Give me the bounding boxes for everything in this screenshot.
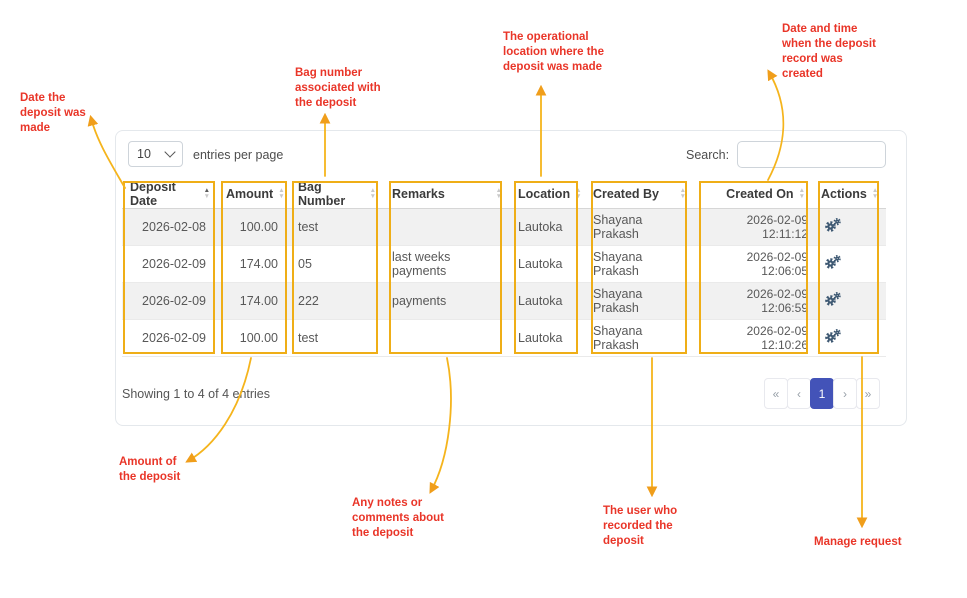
table-row: 2026-02-08 100.00 test Lautoka Shayana P…	[122, 208, 886, 246]
annotation-actions: Manage request	[814, 536, 902, 548]
cell-bag-number: test	[290, 319, 384, 357]
sort-asc-icon: ▲	[575, 187, 582, 195]
cell-amount: 100.00	[218, 208, 290, 246]
pagination: « ‹ 1 › »	[764, 378, 880, 409]
sort-icon: ▲▼	[575, 188, 581, 200]
cell-deposit-date: 2026-02-09	[122, 245, 218, 283]
cell-deposit-date: 2026-02-09	[122, 282, 218, 320]
cell-deposit-date: 2026-02-09	[122, 319, 218, 357]
sort-icon: ▲▼	[496, 188, 502, 200]
sort-icon: ▲▼	[278, 188, 284, 200]
search-input[interactable]	[737, 141, 886, 168]
col-header-created-on[interactable]: Created On▲▼	[694, 180, 813, 209]
pagination-page-1-button[interactable]: 1	[810, 378, 834, 409]
cell-location: Lautoka	[510, 245, 585, 283]
sort-desc-icon: ▼	[278, 193, 285, 200]
sort-icon: ▲▼	[204, 188, 210, 200]
cell-amount: 174.00	[218, 245, 290, 283]
cell-created-on: 2026-02-09 12:06:05	[694, 245, 813, 283]
manage-cogs-icon[interactable]	[821, 217, 842, 234]
cell-created-on: 2026-02-09 12:06:59	[694, 282, 813, 320]
col-header-bag-number[interactable]: Bag Number▲▼	[290, 180, 384, 209]
sort-desc-icon: ▼	[798, 193, 805, 200]
search-label: Search:	[686, 148, 730, 162]
sort-icon: ▲▼	[872, 188, 878, 200]
annotation-amount: Amount of the deposit	[119, 456, 181, 483]
sort-desc-icon: ▼	[679, 193, 686, 200]
cell-actions	[813, 282, 886, 320]
page-length-select[interactable]: 10	[128, 141, 183, 167]
sort-icon: ▲▼	[680, 188, 686, 200]
cell-created-by: Shayana Prakash	[585, 245, 694, 283]
cell-bag-number: 222	[290, 282, 384, 320]
col-header-remarks[interactable]: Remarks▲▼	[384, 180, 510, 209]
cell-location: Lautoka	[510, 282, 585, 320]
cell-created-on: 2026-02-09 12:11:12	[694, 208, 813, 246]
col-header-amount[interactable]: Amount▲▼	[218, 180, 290, 209]
pagination-last-button[interactable]: »	[856, 378, 880, 409]
sort-asc-icon: ▲	[798, 187, 805, 195]
cell-actions	[813, 208, 886, 246]
sort-asc-icon: ▲	[495, 187, 502, 195]
cell-bag-number: test	[290, 208, 384, 246]
sort-icon: ▲▼	[799, 188, 805, 200]
table-row: 2026-02-09 100.00 test Lautoka Shayana P…	[122, 319, 886, 357]
sort-desc-icon: ▼	[369, 193, 376, 200]
pagination-prev-button[interactable]: ‹	[787, 378, 811, 409]
table-row: 2026-02-09 174.00 222 payments Lautoka S…	[122, 282, 886, 320]
pagination-next-button[interactable]: ›	[833, 378, 857, 409]
cell-remarks: last weeks payments	[384, 245, 510, 283]
cell-created-on: 2026-02-09 12:10:26	[694, 319, 813, 357]
sort-asc-icon: ▲	[679, 187, 686, 195]
sort-desc-icon: ▼	[575, 193, 582, 200]
cell-bag-number: 05	[290, 245, 384, 283]
sort-asc-icon: ▲	[278, 187, 285, 195]
sort-asc-icon: ▲	[871, 187, 879, 195]
cell-amount: 174.00	[218, 282, 290, 320]
cell-remarks	[384, 208, 510, 246]
cell-remarks: payments	[384, 282, 510, 320]
cell-actions	[813, 245, 886, 283]
sort-desc-icon: ▼	[871, 193, 879, 200]
sort-desc-icon: ▼	[203, 193, 210, 200]
annotation-deposit-date: Date the deposit was made	[20, 92, 86, 134]
cell-deposit-date: 2026-02-08	[122, 208, 218, 246]
sort-desc-icon: ▼	[495, 193, 502, 200]
cell-actions	[813, 319, 886, 357]
entries-per-page-label: entries per page	[193, 148, 284, 162]
deposits-table: Deposit Date▲▼ Amount▲▼ Bag Number▲▼ Rem…	[122, 180, 886, 357]
page-length-value: 10	[137, 147, 151, 161]
header-row: Deposit Date▲▼ Amount▲▼ Bag Number▲▼ Rem…	[122, 180, 886, 209]
col-header-created-by[interactable]: Created By▲▼	[585, 180, 694, 209]
cell-amount: 100.00	[218, 319, 290, 357]
annotation-created-on: Date and time when the deposit record wa…	[782, 23, 876, 80]
chevron-down-icon	[164, 146, 176, 158]
sort-icon: ▲▼	[370, 188, 376, 200]
col-header-actions[interactable]: Actions▲▼	[813, 180, 886, 209]
cell-location: Lautoka	[510, 208, 585, 246]
annotation-bag-number: Bag number associated with the deposit	[295, 67, 381, 109]
col-header-location[interactable]: Location▲▼	[510, 180, 585, 209]
sort-asc-icon: ▲	[203, 187, 210, 195]
cell-remarks	[384, 319, 510, 357]
cell-created-by: Shayana Prakash	[585, 282, 694, 320]
sort-asc-icon: ▲	[369, 187, 376, 195]
manage-cogs-icon[interactable]	[821, 291, 842, 308]
manage-cogs-icon[interactable]	[821, 254, 842, 271]
pagination-first-button[interactable]: «	[764, 378, 788, 409]
annotation-location: The operational location where the depos…	[503, 31, 604, 73]
annotation-created-by: The user who recorded the deposit	[603, 505, 678, 547]
cell-created-by: Shayana Prakash	[585, 208, 694, 246]
col-header-deposit-date[interactable]: Deposit Date▲▼	[122, 180, 218, 209]
manage-cogs-icon[interactable]	[821, 328, 842, 345]
table-info-text: Showing 1 to 4 of 4 entries	[122, 387, 271, 401]
annotation-remarks: Any notes or comments about the deposit	[352, 497, 445, 539]
cell-created-by: Shayana Prakash	[585, 319, 694, 357]
table-row: 2026-02-09 174.00 05 last weeks payments…	[122, 245, 886, 283]
cell-location: Lautoka	[510, 319, 585, 357]
